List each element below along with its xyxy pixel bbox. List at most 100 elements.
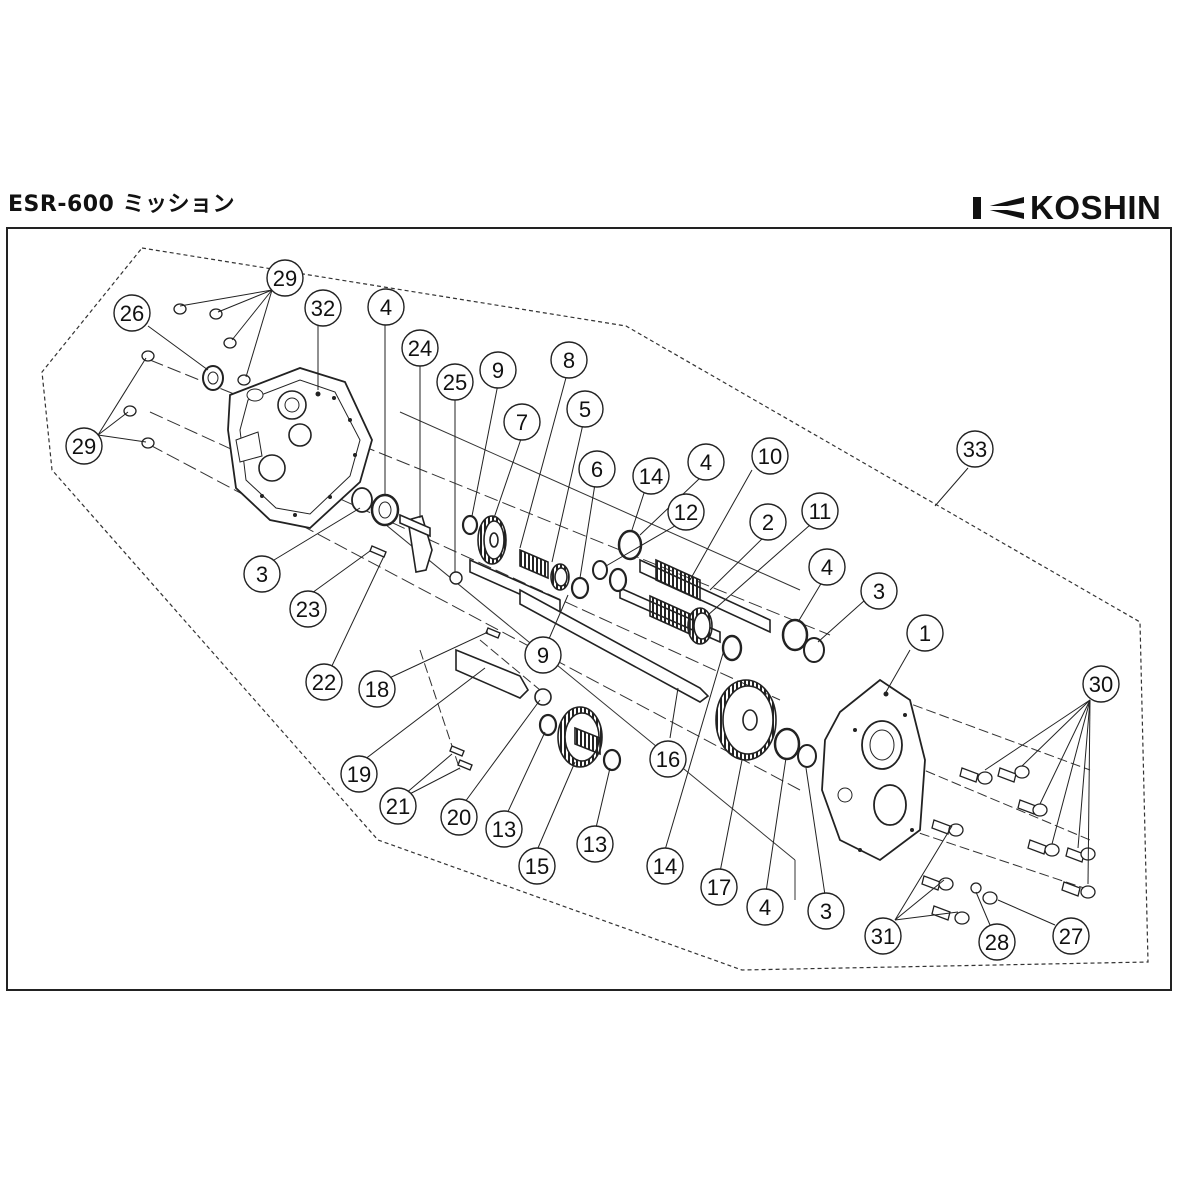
svg-text:26: 26 [120, 301, 144, 326]
callout-19: 19 [340, 755, 378, 793]
svg-text:16: 16 [656, 747, 680, 772]
callout-10: 10 [751, 437, 789, 475]
svg-text:3: 3 [256, 562, 268, 587]
callout-8: 8 [550, 341, 588, 379]
svg-text:14: 14 [639, 464, 663, 489]
svg-text:19: 19 [347, 762, 371, 787]
svg-text:14: 14 [653, 854, 677, 879]
callout-3a: 3 [860, 572, 898, 610]
svg-text:3: 3 [820, 899, 832, 924]
assembly-boundary [41, 247, 1149, 971]
splined-shaft-8 [519, 548, 549, 580]
svg-text:13: 13 [492, 817, 516, 842]
callout-2: 2 [749, 503, 787, 541]
svg-text:8: 8 [563, 348, 575, 373]
collar-20 [534, 688, 552, 706]
callout-22: 22 [305, 663, 343, 701]
svg-text:21: 21 [386, 794, 410, 819]
callout-4d: 4 [746, 888, 784, 926]
shaft-10-spline [655, 558, 701, 602]
callout-15: 15 [518, 847, 556, 885]
callout-21: 21 [379, 787, 417, 825]
gear-15 [557, 706, 603, 768]
bearing-4-right [781, 618, 809, 652]
washer-12 [592, 560, 608, 580]
svg-text:4: 4 [700, 450, 712, 475]
svg-text:7: 7 [516, 410, 528, 435]
svg-text:30: 30 [1089, 672, 1113, 697]
callout-12: 12 [667, 493, 705, 531]
svg-text:17: 17 [707, 875, 731, 900]
svg-text:18: 18 [365, 677, 389, 702]
svg-text:33: 33 [963, 437, 987, 462]
leader-lines [97, 289, 1091, 926]
gears [461, 514, 825, 772]
koshin-logo-icon [973, 197, 1024, 219]
gear-5 [550, 563, 570, 591]
callout-27: 27 [1052, 917, 1090, 955]
svg-text:31: 31 [871, 924, 895, 949]
svg-text:20: 20 [447, 805, 471, 830]
svg-text:24: 24 [408, 336, 432, 361]
pins [369, 545, 501, 771]
svg-text:27: 27 [1059, 924, 1083, 949]
svg-text:5: 5 [579, 397, 591, 422]
callout-5: 5 [566, 390, 604, 428]
svg-text:2: 2 [762, 510, 774, 535]
svg-text:4: 4 [759, 895, 771, 920]
callout-28: 28 [978, 923, 1016, 961]
callout-9a: 9 [479, 351, 517, 389]
gear-7 [477, 515, 507, 565]
callout-16: 16 [649, 740, 687, 778]
callout-14a: 14 [632, 457, 670, 495]
callout-17: 17 [700, 868, 738, 906]
callout-9b: 9 [524, 636, 562, 674]
callout-14b: 14 [646, 847, 684, 885]
callout-3b: 3 [243, 555, 281, 593]
callout-29a: 29 [266, 259, 304, 297]
callout-4c: 4 [808, 548, 846, 586]
brand-name: KOSHIN [1030, 189, 1162, 226]
callout-4b: 4 [687, 443, 725, 481]
svg-text:28: 28 [985, 930, 1009, 955]
brand-logo: KOSHIN [972, 189, 1162, 226]
svg-text:15: 15 [525, 854, 549, 879]
svg-text:32: 32 [311, 296, 335, 321]
callout-29b: 29 [65, 427, 103, 465]
svg-text:6: 6 [591, 457, 603, 482]
svg-text:22: 22 [312, 670, 336, 695]
callout-3c: 3 [807, 892, 845, 930]
callout-33: 33 [956, 430, 994, 468]
bearing-left [351, 487, 400, 527]
callout-20: 20 [440, 798, 478, 836]
gear-17 [715, 679, 777, 761]
callout-26: 26 [113, 294, 151, 332]
callout-23: 23 [289, 590, 327, 628]
callout-13a: 13 [485, 810, 523, 848]
left-housing [227, 367, 373, 529]
svg-text:9: 9 [492, 358, 504, 383]
callout-32: 32 [304, 289, 342, 327]
right-housing [821, 678, 926, 862]
callout-4a: 4 [367, 288, 405, 326]
svg-text:4: 4 [380, 295, 392, 320]
shaft-11-spline [649, 594, 691, 636]
svg-text:9: 9 [537, 643, 549, 668]
svg-text:3: 3 [873, 579, 885, 604]
svg-text:25: 25 [443, 370, 467, 395]
seal-3-right [803, 637, 825, 663]
oil-seal-26 [202, 365, 224, 391]
svg-text:29: 29 [72, 434, 96, 459]
svg-text:23: 23 [296, 597, 320, 622]
callout-11: 11 [801, 492, 839, 530]
callout-30: 30 [1082, 665, 1120, 703]
svg-text:4: 4 [821, 555, 833, 580]
svg-text:11: 11 [809, 499, 832, 524]
callouts: 29 26 32 4 24 25 9 8 7 5 6 14 4 10 12 [65, 259, 1120, 961]
diagram-title: ESR-600 ミッション [8, 192, 236, 217]
bearing-6 [570, 576, 590, 600]
svg-text:10: 10 [758, 444, 782, 469]
diagram-frame [6, 227, 1172, 991]
svg-text:12: 12 [674, 500, 698, 525]
